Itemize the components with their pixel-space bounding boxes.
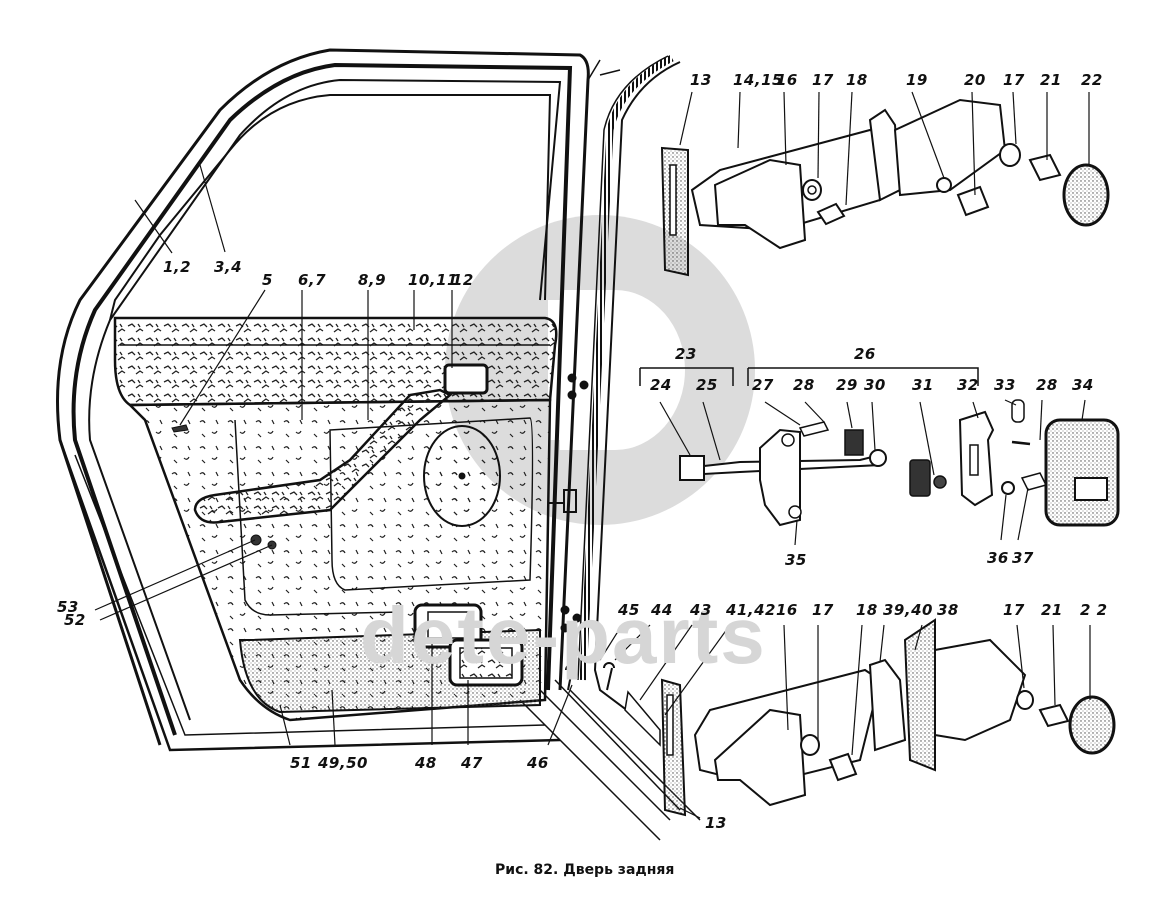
callout-12: 12 <box>452 271 474 289</box>
callout-18-upper: 18 <box>846 71 868 89</box>
callout-group-23: 23 <box>675 345 697 363</box>
leader-lines-upper-hinge <box>679 91 1090 206</box>
figure-caption: Рис. 82. Дверь задняя <box>495 862 675 878</box>
callout-17-upper-a: 17 <box>812 71 834 89</box>
callout-3-4: 3,4 <box>214 258 243 276</box>
callout-21-upper: 21 <box>1040 71 1062 89</box>
callout-35: 35 <box>785 551 807 569</box>
callout-45: 45 <box>618 601 640 619</box>
callout-6-7: 6,7 <box>298 271 327 289</box>
upper-hinge-assembly <box>660 98 1110 277</box>
door-check-assembly <box>639 367 1120 527</box>
callout-5: 5 <box>262 271 273 289</box>
callout-32: 32 <box>957 376 979 394</box>
callout-28-a: 28 <box>793 376 815 394</box>
callout-29: 29 <box>836 376 858 394</box>
callout-22-lower: 2 2 <box>1080 601 1108 619</box>
door-trim-panel <box>113 316 558 722</box>
callout-13-upper: 13 <box>690 71 712 89</box>
callout-36: 36 <box>987 549 1009 567</box>
leader-lines-lower-hinge <box>599 624 1091 819</box>
callout-44: 44 <box>651 601 673 619</box>
callout-31: 31 <box>912 376 934 394</box>
leader-lines-door-check <box>659 399 1086 546</box>
callout-8-9: 8,9 <box>358 271 387 289</box>
callout-10-11: 10,11 <box>408 271 458 289</box>
callout-25: 25 <box>696 376 718 394</box>
callout-19: 19 <box>906 71 928 89</box>
callout-28-b: 28 <box>1036 376 1058 394</box>
callout-1-2: 1,2 <box>163 258 192 276</box>
callout-51: 51 <box>290 754 312 772</box>
callout-27: 27 <box>752 376 774 394</box>
callout-33: 33 <box>994 376 1016 394</box>
rear-door-body <box>56 48 621 752</box>
callout-24: 24 <box>650 376 672 394</box>
callout-49-50: 49,50 <box>318 754 368 772</box>
callout-46: 46 <box>527 754 549 772</box>
leader-lines-door <box>94 164 573 746</box>
callout-39-40: 39,40 <box>883 601 933 619</box>
callout-20: 20 <box>964 71 986 89</box>
callout-43: 43 <box>690 601 712 619</box>
callout-47: 47 <box>461 754 483 772</box>
callout-48: 48 <box>415 754 437 772</box>
callout-16-lower: 16 <box>776 601 798 619</box>
callout-30: 30 <box>864 376 886 394</box>
callout-13-lower: 13 <box>705 814 727 832</box>
callout-17-upper-b: 17 <box>1003 71 1025 89</box>
door-pillar-seal <box>519 54 701 841</box>
callout-21-lower: 21 <box>1041 601 1063 619</box>
callout-41-42: 41,42 <box>726 601 776 619</box>
callout-53: 53 <box>57 598 79 616</box>
watermark-text: dete-parts <box>360 591 767 680</box>
callout-17-lower-a: 17 <box>812 601 834 619</box>
callout-18-lower: 18 <box>856 601 878 619</box>
callout-38: 38 <box>937 601 959 619</box>
callout-52: 52 <box>64 611 86 629</box>
callout-14-15: 14,15 <box>733 71 783 89</box>
callout-34: 34 <box>1072 376 1094 394</box>
callout-group-26: 26 <box>854 345 876 363</box>
callout-16-upper: 16 <box>776 71 798 89</box>
callout-37: 37 <box>1012 549 1034 567</box>
callout-17-lower-b: 17 <box>1003 601 1025 619</box>
callout-22-upper: 22 <box>1081 71 1103 89</box>
